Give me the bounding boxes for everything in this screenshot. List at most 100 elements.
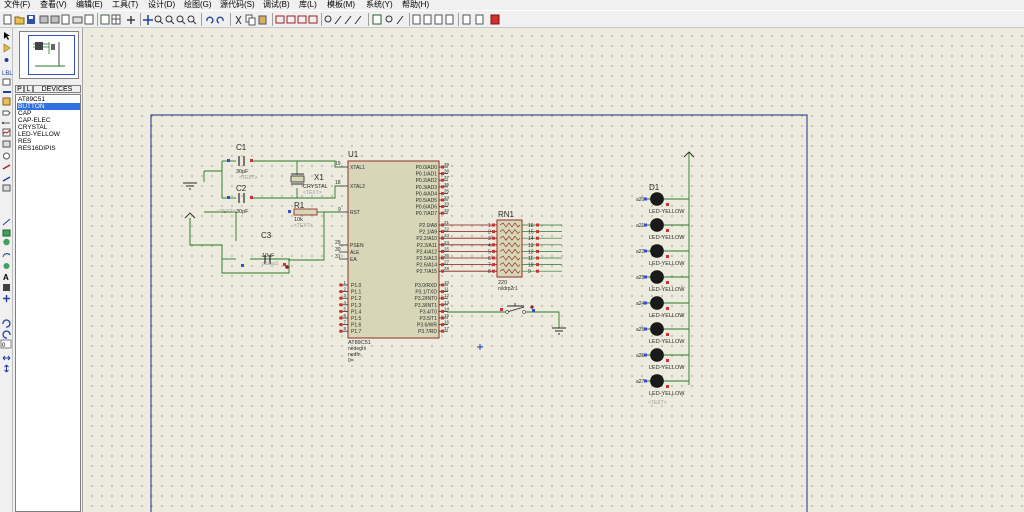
rotate-cw-icon[interactable] [2,319,11,328]
search-tag-icon[interactable] [385,15,393,23]
capacitor-c3[interactable]: C3 10uF pdasu1 [241,231,289,269]
save-icon[interactable] [27,15,35,24]
area-icon[interactable] [84,14,94,25]
goto-sheet-icon[interactable] [434,14,443,25]
menu-help[interactable]: 帮助(H) [402,0,430,9]
menu-edit[interactable]: 编辑(E) [76,0,103,9]
netlist-icon[interactable] [475,14,484,25]
zoom-all-icon[interactable] [176,15,186,25]
pan-icon[interactable] [143,15,153,25]
new-file-icon[interactable] [3,14,12,25]
angle-field[interactable]: 0 [0,339,12,349]
copy-icon[interactable] [245,14,256,26]
device-item-res[interactable]: RES [18,138,32,145]
device-item-button[interactable]: BUTTON [17,103,80,110]
microcontroller-u1[interactable]: U1 AT89C51 nedegrii nedfn 0= 19 XTAL1 18… [335,150,450,364]
menu-tools[interactable]: 工具(T) [112,0,139,9]
block-delete-icon[interactable] [308,15,318,24]
new-sheet-icon[interactable] [412,14,421,25]
led-body[interactable] [650,192,664,206]
menu-design[interactable]: 设计(D) [148,0,176,9]
device-item-at89c51[interactable]: AT89C51 [18,96,45,103]
tab-pick[interactable]: P [15,85,24,93]
device-list[interactable]: AT89C51 BUTTON CAP CAP-ELEC CRYSTAL LED-… [15,94,81,512]
origin-icon[interactable] [127,16,135,24]
led-body[interactable] [650,244,664,258]
capacitor-c1[interactable]: C1 30pF <TEXT> [227,143,258,181]
text-script-icon[interactable] [2,78,11,86]
open-file-icon[interactable] [14,16,25,25]
mirror-horizontal-icon[interactable] [2,355,11,361]
device-item-led-yellow[interactable]: LED-YELLOW [18,131,60,138]
pushbutton[interactable] [447,303,566,335]
text-2d-icon[interactable]: A [3,273,9,282]
graph-mode-icon[interactable] [2,128,11,137]
block-move-icon[interactable] [286,15,296,24]
electrical-rule-check-icon[interactable] [462,14,471,25]
selection-mode-icon[interactable] [4,32,10,40]
resistor-r1[interactable]: R1 10k <TEXT> [288,201,318,229]
overview-window[interactable] [19,31,79,79]
symbol-2d-icon[interactable] [3,284,10,291]
device-pin-icon[interactable] [1,121,10,125]
wire-autorouter-icon[interactable] [372,14,382,25]
menu-view[interactable]: 查看(V) [40,0,67,9]
cut-icon[interactable] [235,15,242,25]
voltage-probe-icon[interactable] [2,164,11,170]
device-item-cap[interactable]: CAP [18,110,32,117]
bill-of-materials-icon[interactable] [445,14,454,25]
box-2d-icon[interactable] [2,229,11,237]
led-body[interactable] [650,270,664,284]
subcircuit-icon[interactable] [2,97,11,106]
remove-sheet-icon[interactable] [423,14,432,25]
zoom-out-icon[interactable] [165,15,175,25]
package-tool-icon[interactable] [344,15,352,25]
close-project-icon[interactable] [61,14,70,25]
menu-file[interactable]: 文件(F) [4,0,31,9]
print-icon[interactable] [72,16,83,24]
tab-devices[interactable]: DEVICES [33,85,81,93]
schematic-canvas[interactable]: C1 30pF <TEXT> C2 30pF <TEXT> X1 CRYSTAL… [84,28,1024,512]
menu-graph[interactable]: 绘图(G) [184,0,212,9]
refresh-icon[interactable] [100,14,110,25]
component-mode-icon[interactable] [3,43,11,53]
grid-icon[interactable] [111,14,121,25]
virtual-instrument-icon[interactable] [2,184,11,192]
zoom-area-icon[interactable] [187,15,197,25]
menu-library[interactable]: 库(L) [299,0,317,9]
import-icon[interactable] [39,15,49,24]
zoom-in-icon[interactable] [154,15,164,25]
led-body[interactable] [650,374,664,388]
export-icon[interactable] [50,15,60,24]
path-2d-icon[interactable] [3,263,10,269]
make-device-icon[interactable] [334,15,342,25]
led-body[interactable] [650,348,664,362]
pick-device-icon[interactable] [324,15,332,23]
tape-recorder-icon[interactable] [2,140,11,148]
device-item-cap-elec[interactable]: CAP-ELEC [18,117,51,124]
redo-icon[interactable] [216,16,224,24]
crystal-x1[interactable]: X1 CRYSTAL <TEXT> [290,173,328,196]
device-item-res16dipis[interactable]: RES16DIPIS [18,145,56,152]
undo-icon[interactable] [206,16,214,24]
arc-2d-icon[interactable] [2,253,11,258]
led-array[interactable]: a20LED-YELLOWa21LED-YELLOWa22LED-YELLOWa… [636,192,689,407]
block-copy-icon[interactable] [275,15,285,24]
junction-dot-icon[interactable] [4,58,9,62]
generator-icon[interactable] [3,152,10,160]
mirror-vertical-icon[interactable] [4,364,9,373]
overview-viewport[interactable] [28,35,75,75]
property-assign-icon[interactable] [396,15,404,25]
marker-2d-icon[interactable] [3,295,10,302]
capacitor-c2[interactable]: C2 30pF <TEXT> [217,184,253,215]
current-probe-icon[interactable] [2,176,11,182]
menu-debug[interactable]: 调试(B) [263,0,290,9]
terminal-icon[interactable] [2,110,11,116]
menu-system[interactable]: 系统(Y) [366,0,393,9]
paste-icon[interactable] [258,15,267,25]
menu-source[interactable]: 源代码(S) [220,0,255,9]
menu-template[interactable]: 模板(M) [327,0,355,9]
wire-label-icon[interactable]: LBL [2,71,13,77]
led-body[interactable] [650,322,664,336]
